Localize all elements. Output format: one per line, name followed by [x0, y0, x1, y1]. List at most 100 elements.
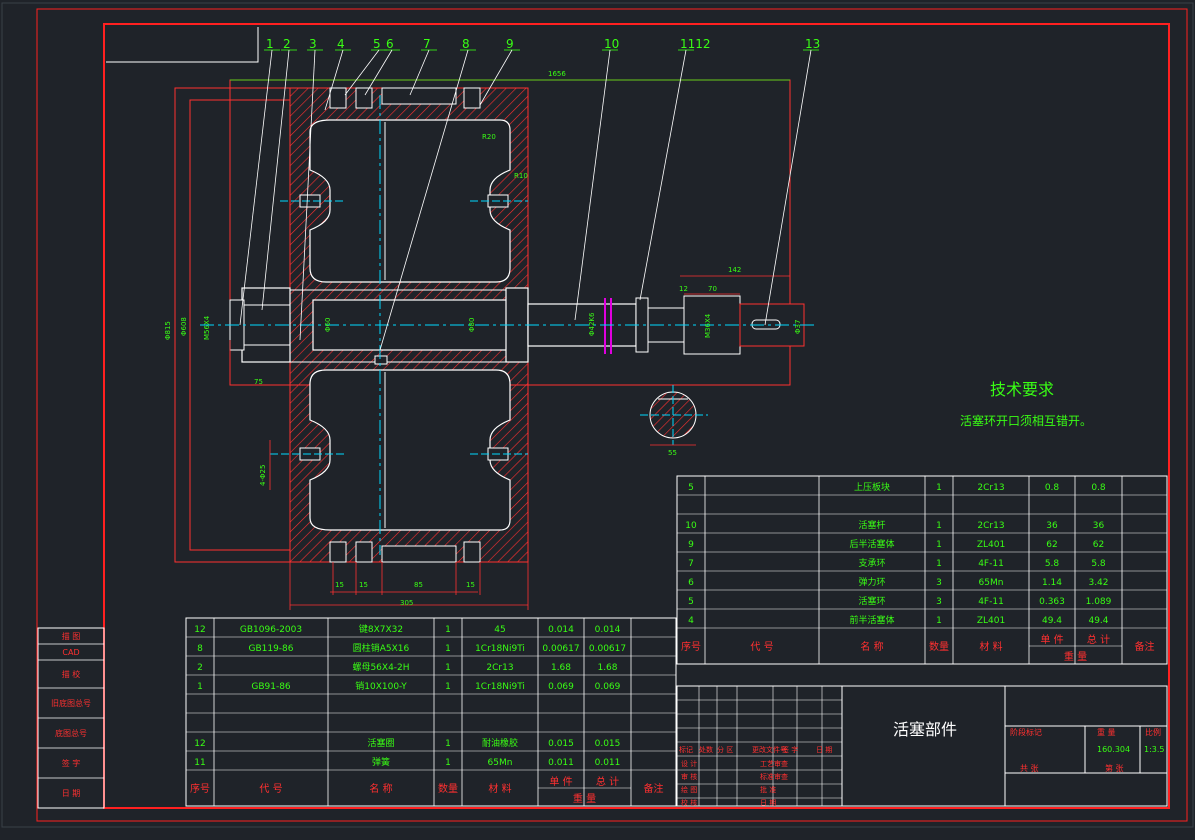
left-strip-label: 日 期 — [62, 789, 81, 798]
bom-cell: 1 — [445, 739, 451, 749]
bom-header-name: 名 称 — [369, 782, 392, 795]
weight-label: 重 量 — [1097, 727, 1116, 737]
balloon-leader — [364, 49, 393, 96]
sheets-label: 共 张 — [1020, 764, 1039, 773]
inner-frame — [103, 23, 1170, 809]
balloon-leader — [324, 49, 344, 111]
stage-mark-label: 阶段标记 — [1010, 727, 1042, 737]
bom-cell: 活塞环 — [858, 595, 885, 607]
balloon-number: 8 — [462, 37, 470, 51]
bom-cell: GB1096-2003 — [240, 625, 302, 635]
bom-cell: 圆柱销A5X16 — [353, 642, 410, 654]
balloon-number: 4 — [337, 37, 345, 51]
bom-cell: 耐油橡胶 — [482, 737, 518, 749]
bom-header-name: 名 称 — [860, 640, 883, 653]
bom-cell: 1 — [936, 616, 942, 626]
left-strip-label: 描 校 — [62, 669, 81, 679]
bom-header-note: 备注 — [1135, 640, 1155, 653]
ring-groove-bot-4 — [463, 541, 481, 563]
balloon-number: 13 — [805, 37, 820, 51]
bom-header-weight: 重 量 — [573, 792, 596, 805]
bom-header-weight: 重 量 — [1064, 650, 1087, 663]
bom-cell: 0.363 — [1039, 597, 1065, 607]
rev-label: 标记 — [679, 745, 693, 754]
bom-cell: 1 — [445, 682, 451, 692]
sign-row-label: 校 核 — [681, 798, 697, 807]
balloon-leader — [344, 49, 380, 96]
bom-cell: 0.069 — [548, 682, 574, 692]
bom-cell: 49.4 — [1088, 616, 1108, 626]
bom-cell: 11 — [194, 758, 205, 768]
bom-cell: 0.069 — [595, 682, 621, 692]
bom-cell: 12 — [194, 625, 205, 635]
balloon-leader — [639, 49, 687, 301]
ring-groove-top-4 — [463, 87, 481, 109]
bom-cell: ZL401 — [977, 540, 1005, 550]
dim-r20: R20 — [482, 133, 496, 141]
bom-cell: 4F-11 — [978, 597, 1004, 607]
rev-label: 更改文件号 — [752, 745, 787, 754]
balloon-leader — [764, 49, 812, 326]
bom-cell: 1.14 — [1042, 578, 1062, 588]
bom-header-total: 总 计 — [1087, 633, 1110, 646]
dim-55: 55 — [668, 449, 677, 457]
dim-85: 85 — [414, 581, 423, 589]
dim-phi60: Φ60 — [324, 318, 332, 332]
balloon-number: 6 — [386, 37, 394, 51]
bom-header-total: 总 计 — [596, 775, 619, 788]
bom-header-no: 序号 — [681, 640, 701, 653]
balloon-leader — [574, 49, 611, 321]
rev-label: 日 期 — [816, 746, 832, 754]
lower-cavity — [309, 369, 511, 531]
bom-cell: 3 — [936, 597, 942, 607]
dim-holes: 4-Φ25 — [259, 465, 267, 486]
bom-cell: 5.8 — [1045, 559, 1060, 569]
bom-cell: 活塞杆 — [858, 519, 885, 531]
part-name: 活塞部件 — [893, 720, 957, 739]
bom-cell: 0.014 — [548, 625, 574, 635]
balloon-leader — [299, 49, 316, 341]
bom-header-qty: 数量 — [438, 782, 458, 795]
bom-frame — [676, 475, 1168, 665]
outer-frame — [36, 8, 1188, 822]
bom-header-qty: 数量 — [929, 640, 949, 653]
bom-frame — [185, 617, 677, 807]
balloon-number: 1112 — [680, 37, 711, 51]
dim-m36: M36X4 — [704, 313, 712, 338]
bom-cell: 0.015 — [548, 739, 574, 749]
bom-cell: 45 — [494, 625, 505, 635]
scale-value: 1:3.5 — [1144, 745, 1165, 754]
bom-cell: 键8X7X32 — [359, 623, 403, 635]
bom-cell: 5 — [688, 597, 694, 607]
dim-m56: M56X4 — [203, 315, 211, 340]
bom-cell: ZL401 — [977, 616, 1005, 626]
ring-groove-top-1 — [329, 87, 347, 109]
bom-cell: 支承环 — [858, 557, 885, 569]
bom-cell: 0.8 — [1045, 483, 1060, 493]
balloon-leader — [239, 49, 273, 326]
balloon-number: 2 — [283, 37, 291, 51]
bom-header-note: 备注 — [644, 782, 664, 795]
dim-305: 305 — [400, 599, 413, 607]
assembly-view — [174, 79, 815, 610]
revision-grid: 标记处数分 区更改文件号签 字日 期设 计工艺审查审 核标准审查绘 图批 准校 … — [676, 685, 843, 807]
rev-label: 分 区 — [717, 745, 733, 754]
bom-cell: 1 — [936, 483, 942, 493]
bom-cell: 螺母56X4-2H — [352, 662, 409, 673]
tech-note: 活塞环开口须相互错开。 — [960, 413, 1092, 428]
dim-phi37: Φ37 — [794, 320, 802, 334]
bom-cell: GB91-86 — [251, 682, 291, 692]
dim-15a: 15 — [335, 581, 344, 589]
dim-phi80: Φ80 — [468, 318, 476, 332]
dim-70: 70 — [708, 285, 717, 293]
bom-cell: 1.68 — [551, 663, 571, 673]
title-block-frame — [676, 685, 1168, 807]
dim-12: 12 — [679, 285, 688, 293]
bom-header-mat: 材 料 — [488, 782, 511, 795]
tech-title: 技术要求 — [990, 380, 1054, 399]
sign-row-label-2: 标准审查 — [760, 772, 788, 781]
